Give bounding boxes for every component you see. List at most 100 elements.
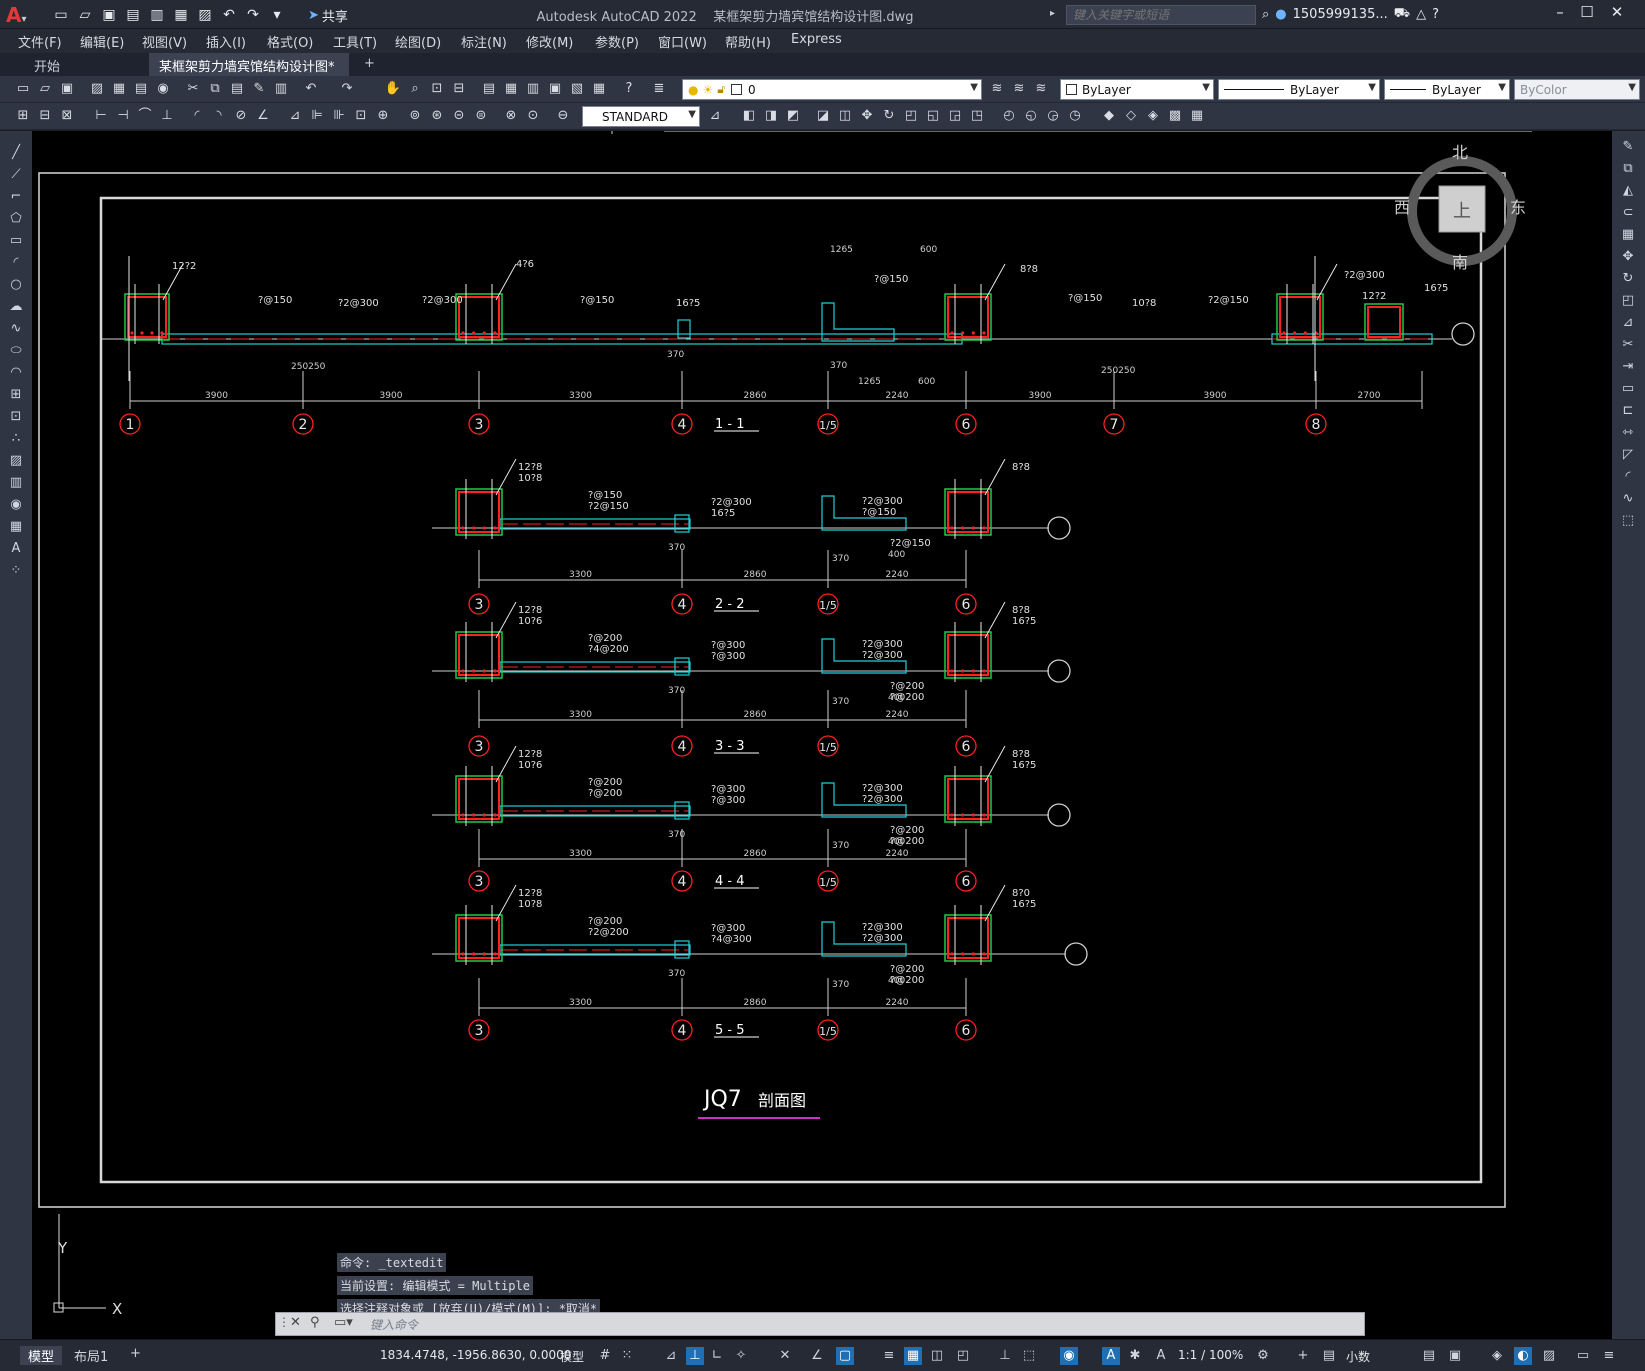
viewcube-west[interactable]: 西 bbox=[1394, 198, 1410, 217]
copy-object-icon[interactable]: ◨ bbox=[764, 108, 778, 123]
color-dropdown[interactable]: ByLayer ▼ bbox=[1060, 79, 1214, 100]
annotation-scale-readout[interactable]: 1:1 / 100% bbox=[1178, 1348, 1244, 1362]
copy-icon[interactable]: ⧉ bbox=[210, 81, 220, 96]
object-snap-icon[interactable]: ▢ bbox=[836, 1347, 854, 1365]
tolerance-icon[interactable]: ⊡ bbox=[355, 108, 367, 123]
annotation-scale-icon[interactable]: A bbox=[1156, 1348, 1166, 1363]
dim-space-icon[interactable]: ⊫ bbox=[311, 108, 323, 123]
maximize-button[interactable]: ☐ bbox=[1580, 3, 1594, 21]
quick-properties-icon[interactable]: ▤ bbox=[1422, 1348, 1436, 1363]
properties-icon[interactable]: ▤ bbox=[482, 81, 496, 96]
dim-continue-icon[interactable]: ⊣ bbox=[117, 108, 129, 123]
save-icon[interactable]: ▣ bbox=[102, 6, 116, 23]
menu-draw[interactable]: 绘图(D) bbox=[395, 36, 442, 51]
zoom-window-icon[interactable]: ⊡ bbox=[431, 81, 443, 96]
cut-icon[interactable]: ✂ bbox=[187, 81, 199, 96]
menu-tools[interactable]: 工具(T) bbox=[333, 36, 378, 51]
units-readout[interactable]: 小数 bbox=[1346, 1350, 1371, 1364]
calculator-icon[interactable]: ▦ bbox=[592, 81, 606, 96]
print-icon[interactable]: ▨ bbox=[90, 81, 104, 96]
gradient-icon[interactable]: ▥ bbox=[9, 475, 23, 490]
polar-tracking-icon[interactable]: ✧ bbox=[735, 1348, 747, 1363]
3d-print-icon[interactable]: ◉ bbox=[157, 81, 169, 96]
copy-right-icon[interactable]: ⧉ bbox=[1623, 161, 1633, 176]
undo-icon[interactable]: ↶ bbox=[223, 6, 235, 23]
layer-states-icon[interactable]: ≋ bbox=[1035, 81, 1047, 96]
spline-icon[interactable]: ∿ bbox=[10, 321, 22, 336]
explode-right-icon[interactable]: ⬚ bbox=[1621, 513, 1635, 528]
circle-icon[interactable]: ○ bbox=[10, 277, 22, 292]
quick-dimension-icon[interactable]: ⊞ bbox=[17, 108, 29, 123]
menu-insert[interactable]: 插入(I) bbox=[206, 36, 246, 51]
gizmo-icon[interactable]: ◉ bbox=[1060, 1347, 1078, 1365]
hatch-icon[interactable]: ▨ bbox=[9, 453, 23, 468]
add-layout-button[interactable]: + bbox=[130, 1346, 141, 1361]
publish-icon[interactable]: ▥ bbox=[150, 6, 164, 23]
menu-help[interactable]: 帮助(H) bbox=[725, 36, 771, 51]
erase-icon[interactable]: ◧ bbox=[742, 108, 756, 123]
tab-layout1[interactable]: 布局1 bbox=[74, 1350, 109, 1365]
design-center-icon[interactable]: ▦ bbox=[504, 81, 518, 96]
customize-qat-icon[interactable]: ▾ bbox=[273, 6, 281, 23]
redo-icon[interactable]: ↷ bbox=[247, 6, 259, 23]
dim-text-edit-icon[interactable]: ⊜ bbox=[475, 108, 487, 123]
object-snap-tracking-icon[interactable]: ∠ bbox=[811, 1348, 823, 1363]
offset-icon[interactable]: ◪ bbox=[816, 108, 830, 123]
paste-icon[interactable]: ▤ bbox=[230, 81, 244, 96]
array-right-icon[interactable]: ▦ bbox=[1621, 227, 1635, 242]
edit-array-icon[interactable]: ▦ bbox=[1190, 108, 1204, 123]
menu-file[interactable]: 文件(F) bbox=[18, 36, 62, 51]
export-icon[interactable]: ▦ bbox=[174, 6, 188, 23]
extend-right-icon[interactable]: ⇥ bbox=[1622, 359, 1634, 374]
region-icon[interactable]: ◉ bbox=[10, 497, 22, 512]
new-tab-button[interactable]: + bbox=[364, 56, 375, 71]
dim-ordinate-icon[interactable]: ⊥ bbox=[161, 108, 173, 123]
viewcube-north[interactable]: 北 bbox=[1452, 143, 1468, 162]
coordinates-readout[interactable]: 1834.4748, -1956.8630, 0.0000 bbox=[380, 1348, 572, 1362]
break-right-icon[interactable]: ▭ bbox=[1621, 381, 1635, 396]
trim-icon[interactable]: ◲ bbox=[948, 108, 962, 123]
join-icon[interactable]: ◵ bbox=[1025, 108, 1037, 123]
menu-window[interactable]: 窗口(W) bbox=[658, 36, 707, 51]
make-block-icon[interactable]: ⊡ bbox=[10, 409, 22, 424]
selection-filter-icon[interactable]: ⬚ bbox=[1022, 1348, 1036, 1363]
close-command-icon[interactable]: ✕ bbox=[290, 1315, 301, 1330]
join-right-icon[interactable]: ⇿ bbox=[1622, 425, 1634, 440]
make-current-layer-icon[interactable]: ≋ bbox=[991, 81, 1003, 96]
ellipse-arc-icon[interactable]: ◠ bbox=[10, 365, 22, 380]
plotstyle-dropdown[interactable]: ByColor ▼ bbox=[1514, 79, 1640, 100]
chamfer-right-icon[interactable]: ◸ bbox=[1623, 447, 1633, 462]
tool-palettes-icon[interactable]: ▥ bbox=[526, 81, 540, 96]
save-toolbar-icon[interactable]: ▣ bbox=[60, 81, 74, 96]
rectangle-icon[interactable]: ▭ bbox=[9, 233, 23, 248]
transparency-icon[interactable]: ▦ bbox=[904, 1347, 922, 1365]
workspace-gear-icon[interactable]: ⚙ bbox=[1257, 1348, 1269, 1363]
autocad-logo-icon[interactable]: A▾ bbox=[6, 3, 27, 27]
insert-block-icon[interactable]: ⊞ bbox=[10, 387, 22, 402]
add-selected-icon[interactable]: ⁘ bbox=[10, 563, 22, 578]
search-input[interactable] bbox=[1066, 5, 1256, 25]
move-right-icon[interactable]: ✥ bbox=[1622, 249, 1634, 264]
user-icon[interactable]: ● bbox=[1275, 7, 1287, 22]
dim-baseline-icon[interactable]: ⊢ bbox=[95, 108, 107, 123]
ortho-icon[interactable]: ∟ bbox=[711, 1348, 723, 1363]
match-properties-icon[interactable]: ✎ bbox=[253, 81, 265, 96]
stretch-icon[interactable]: ◱ bbox=[926, 108, 940, 123]
dynamic-ucs-icon[interactable]: ⊥ bbox=[999, 1348, 1011, 1363]
array-icon[interactable]: ◫ bbox=[838, 108, 852, 123]
break-icon[interactable]: ◴ bbox=[1003, 108, 1015, 123]
stretch-right-icon[interactable]: ⊿ bbox=[1622, 315, 1634, 330]
customization-icon[interactable]: ≡ bbox=[1603, 1348, 1615, 1363]
snap-icon[interactable]: ⁙ bbox=[621, 1348, 633, 1363]
3d-osnap-icon[interactable]: ◰ bbox=[956, 1348, 970, 1363]
minimize-button[interactable]: – bbox=[1556, 3, 1564, 21]
sheet-set-icon[interactable]: ▣ bbox=[548, 81, 562, 96]
new-icon[interactable]: ▭ bbox=[16, 81, 30, 96]
linetype-dropdown[interactable]: ByLayer ▼ bbox=[1218, 79, 1380, 100]
break-at-point-icon[interactable]: ⊏ bbox=[1622, 403, 1634, 418]
scale-icon[interactable]: ◰ bbox=[904, 108, 918, 123]
aligned-dimension-icon[interactable]: ⊠ bbox=[61, 108, 73, 123]
polygon-icon[interactable]: ⬠ bbox=[10, 211, 22, 226]
selection-cycling-icon[interactable]: ◫ bbox=[930, 1348, 944, 1363]
point-icon[interactable]: ∴ bbox=[11, 431, 21, 446]
